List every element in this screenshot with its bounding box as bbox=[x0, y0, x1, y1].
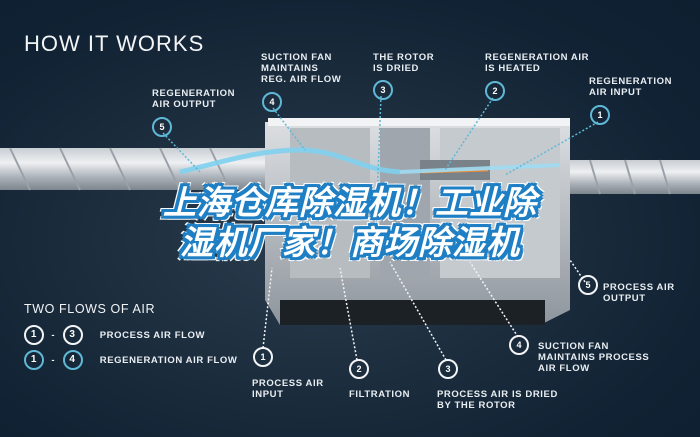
callout-rotor-dried-label: THE ROTOR IS DRIED bbox=[373, 52, 435, 74]
legend-separator: - bbox=[51, 329, 56, 341]
callout-suction-fan-process-label: SUCTION FAN MAINTAINS PROCESS AIR FLOW bbox=[538, 341, 650, 374]
legend-num-3: 3 bbox=[62, 325, 83, 345]
callout-number-4-top: 4 bbox=[262, 92, 282, 112]
legend-label-regeneration-air-flow: REGENERATION AIR FLOW bbox=[99, 354, 238, 366]
callout-regeneration-air-output-label: REGENERATION AIR OUTPUT bbox=[152, 88, 236, 110]
legend-row-regeneration-air: 1 - 4 REGENERATION AIR FLOW bbox=[24, 350, 237, 370]
legend-num-1: 1 bbox=[24, 325, 44, 345]
callout-regeneration-heated-label: REGENERATION AIR IS HEATED bbox=[485, 52, 590, 74]
legend-label-process-air-flow: PROCESS AIR FLOW bbox=[99, 329, 206, 341]
left-duct bbox=[0, 148, 280, 190]
callout-suction-fan-reg-label: SUCTION FAN MAINTAINS REG. AIR FLOW bbox=[261, 52, 342, 85]
callout-process-air-dried-label: PROCESS AIR IS DRIED BY THE ROTOR bbox=[437, 389, 558, 411]
callout-regeneration-air-input-label: REGENERATION AIR INPUT bbox=[589, 76, 673, 98]
legend-title: TWO FLOWS OF AIR bbox=[24, 302, 156, 316]
callout-filtration-label: FILTRATION bbox=[349, 389, 411, 400]
banner-line-1: 上海仓库除湿机！工业除 bbox=[163, 184, 537, 221]
callout-number-5-bottom: 5 bbox=[578, 275, 598, 295]
callout-number-3-top: 3 bbox=[373, 80, 393, 100]
callout-number-4-bottom: 4 bbox=[509, 335, 529, 355]
callout-process-air-input-label: PROCESS AIR INPUT bbox=[252, 378, 324, 400]
legend-separator: - bbox=[51, 354, 56, 366]
overlay-banner: 上海仓库除湿机！工业除 湿机厂家！商场除湿机 bbox=[100, 183, 600, 263]
page-title: HOW IT WORKS bbox=[24, 31, 205, 56]
callout-number-2-bottom: 2 bbox=[349, 359, 369, 379]
banner-line-2: 湿机厂家！商场除湿机 bbox=[180, 224, 520, 261]
callout-number-1-bottom: 1 bbox=[253, 347, 273, 367]
callout-number-2-top: 2 bbox=[485, 81, 505, 101]
legend-num-1: 1 bbox=[24, 350, 44, 370]
legend-row-process-air: 1 - 3 PROCESS AIR FLOW bbox=[24, 325, 205, 345]
callout-number-3-bottom: 3 bbox=[438, 359, 458, 379]
callout-number-5-top: 5 bbox=[152, 117, 172, 137]
callout-number-1-top: 1 bbox=[590, 105, 610, 125]
legend-num-4: 4 bbox=[62, 350, 83, 370]
callout-process-air-output-label: PROCESS AIR OUTPUT bbox=[603, 282, 675, 304]
